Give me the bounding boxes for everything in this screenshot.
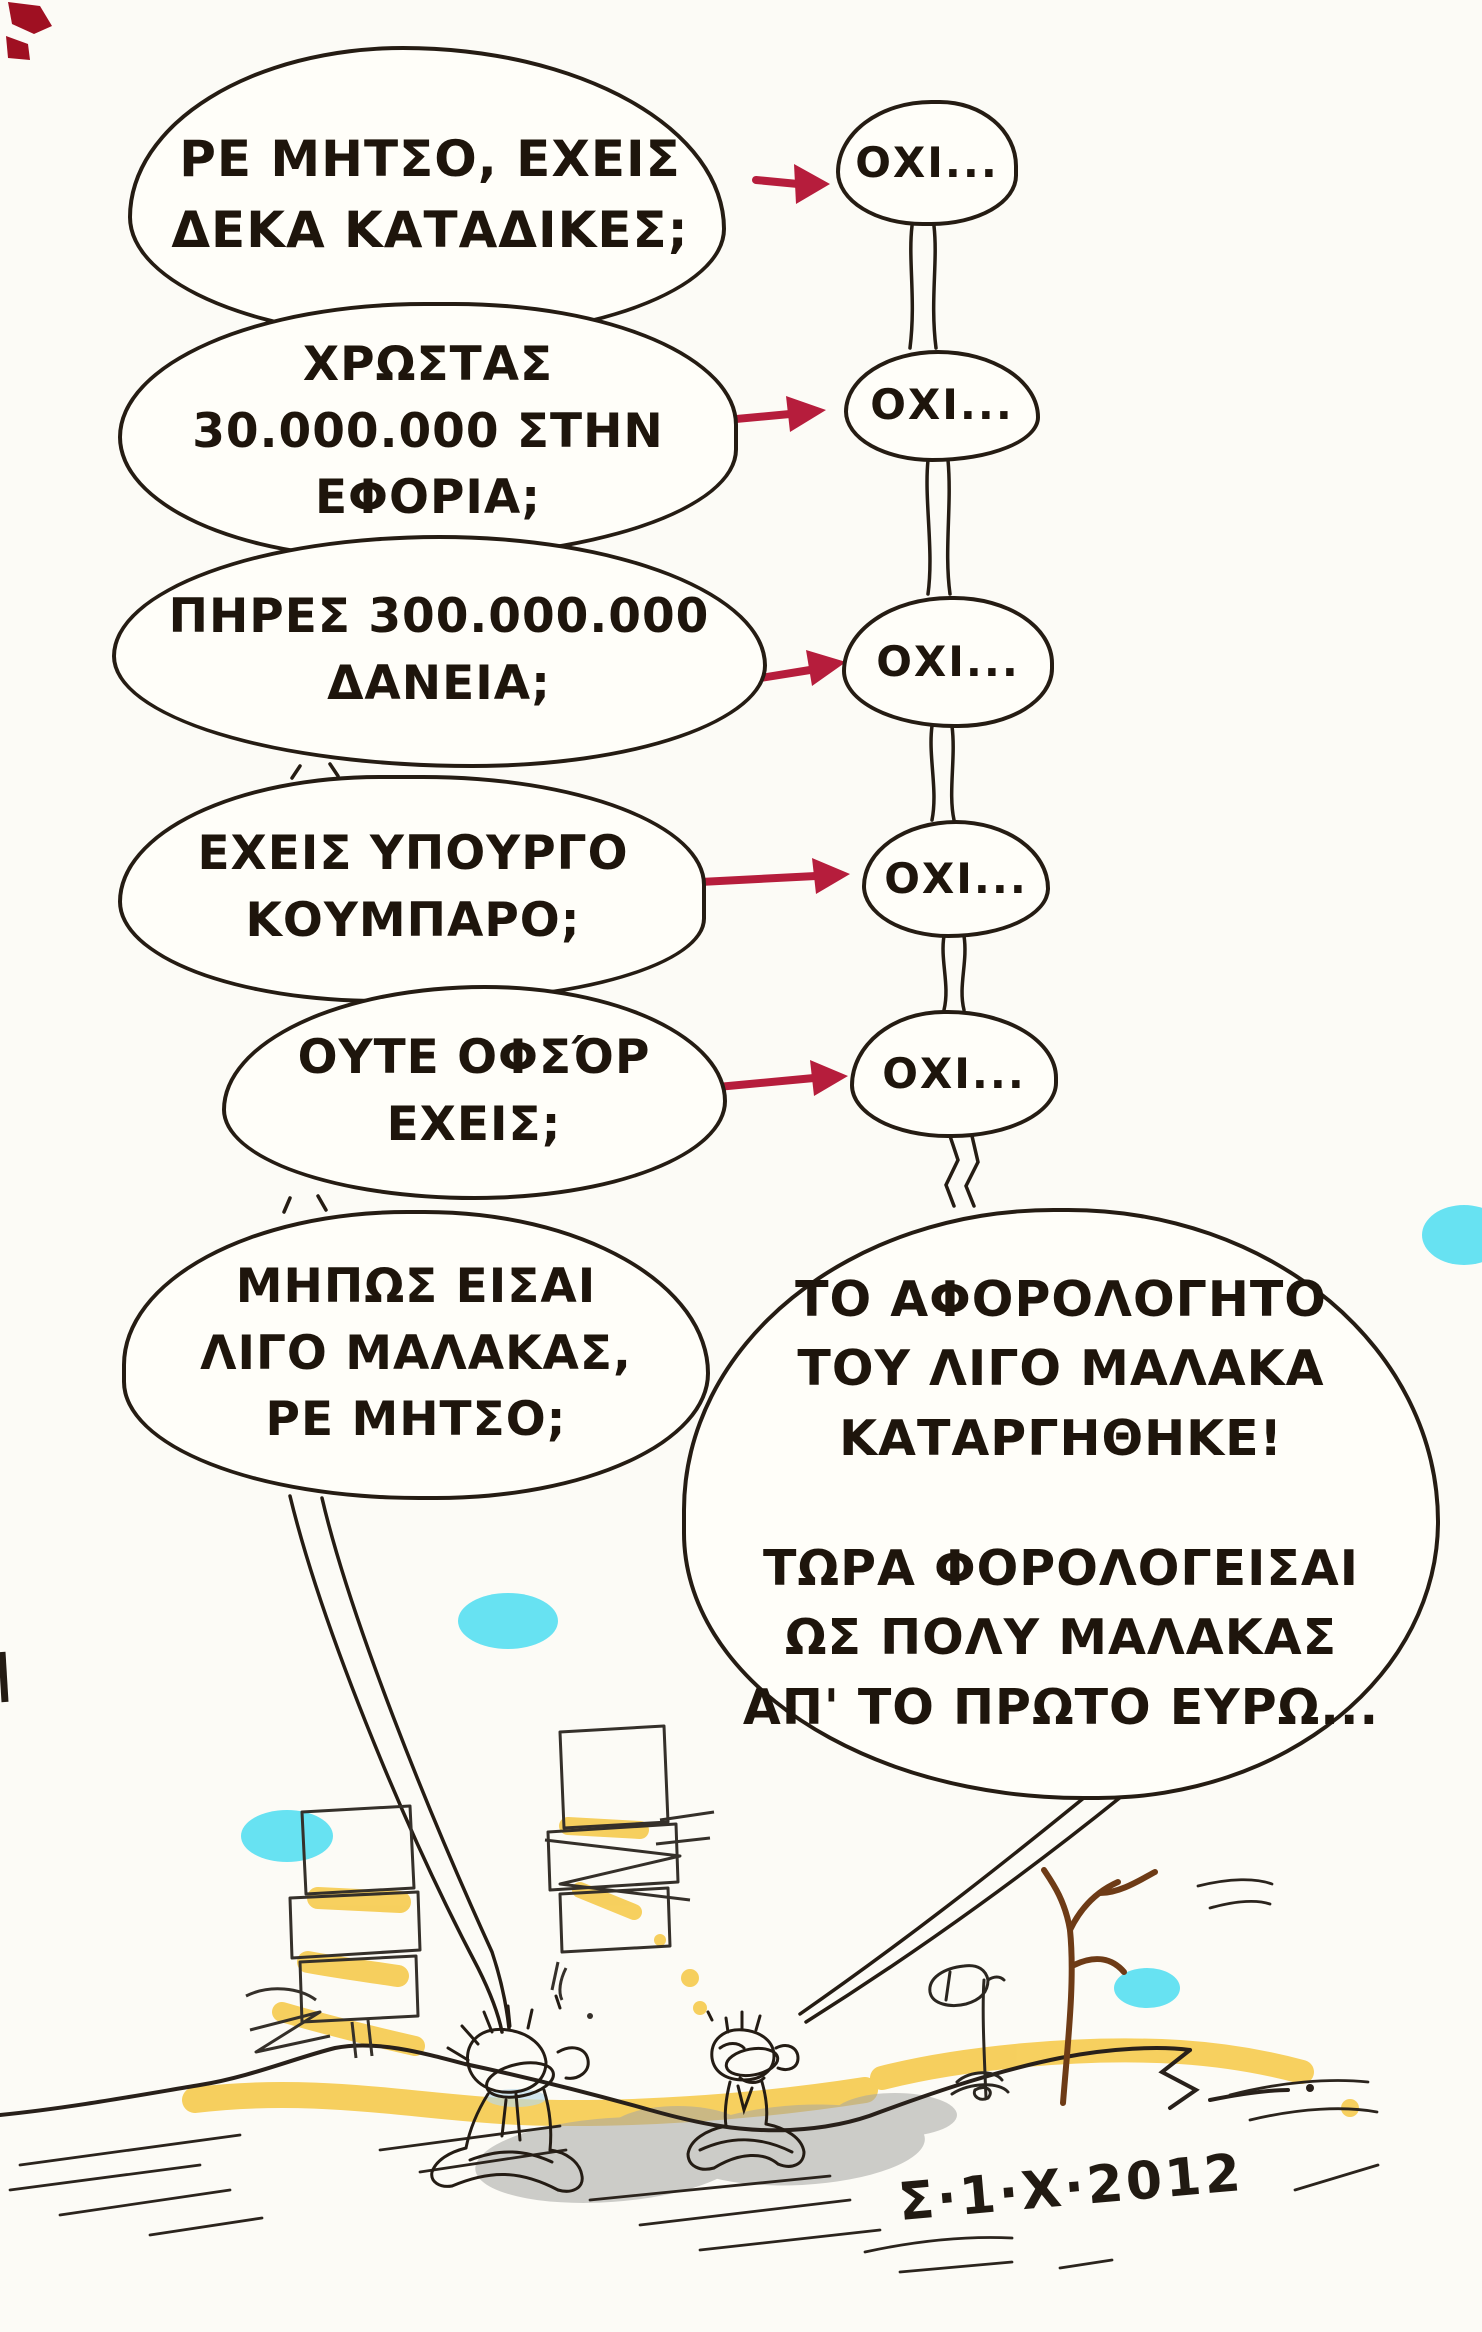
question-bubble-3 — [112, 535, 767, 768]
ground-line — [0, 2043, 1314, 2133]
cloud-blob-3 — [241, 1810, 333, 1862]
tree — [1041, 1867, 1158, 2106]
answer-text-5: ΟΧΙ... — [882, 1049, 1026, 1099]
punchline-tail-to-right-figure — [798, 1786, 1124, 2024]
answer-bubble-3 — [842, 596, 1054, 728]
question-text-1: ΡΕ ΜΗΤΣΟ, ΕΧΕΙΣ ΔΕΚΑ ΚΑΤΑΔΙΚΕΣ; — [171, 130, 689, 259]
question-chain-necks — [282, 762, 340, 1214]
answer-chain-tails — [908, 224, 980, 1208]
signpost-left — [245, 1804, 422, 2059]
question-text-6: ΜΗΠΩΣ ΕΙΣΑΙ ΛΙΓΟ ΜΑΛΑΚΑΣ, ΡΕ ΜΗΤΣΟ; — [200, 1258, 632, 1448]
answer-bubble-2 — [844, 350, 1040, 462]
punchline-text-1: ΤΟ ΑΦΟΡΟΛΟΓΗΤΟ ΤΟΥ ΛΙΓΟ ΜΑΛΑΚΑ ΚΑΤΑΡΓΗΘΗ… — [795, 1270, 1327, 1467]
figure-right — [686, 2010, 806, 2171]
cloud-blob-5 — [1422, 1205, 1482, 1265]
cloud-blob-4 — [1114, 1968, 1180, 2008]
question-text-2: ΧΡΩΣΤΑΣ 30.000.000 ΣΤΗΝ ΕΦΟΡΙΑ; — [192, 336, 664, 526]
ground-yellow-left — [182, 2077, 878, 2127]
signpost-middle — [544, 1724, 715, 2019]
answer-text-2: ΟΧΙ... — [870, 380, 1014, 430]
question-bubble-6 — [122, 1210, 710, 1500]
punchline-bubble — [682, 1208, 1440, 1800]
question-text-5: ΟΥΤΕ ΟΦΣΌΡ ΕΧΕΙΣ; — [297, 1030, 651, 1152]
figure-left — [430, 1994, 590, 2193]
cloud-blob-2 — [458, 1593, 558, 1649]
answer-bubble-5 — [850, 1010, 1058, 1138]
answer-text-4: ΟΧΙ... — [884, 854, 1028, 904]
question-bubble-5 — [222, 985, 727, 1200]
question-text-4: ΕΧΕΙΣ ΥΠΟΥΡΓΟ ΚΟΥΜΠΑΡΟ; — [197, 826, 629, 948]
answer-bubble-4 — [862, 820, 1050, 938]
street-lamp — [928, 1964, 1010, 2101]
scan-artifact-left-edge — [0, 1651, 9, 1703]
ground-yellow-right — [870, 2038, 1314, 2090]
question-bubble-2 — [118, 302, 738, 560]
ground-hatching — [8, 1878, 1380, 2274]
red-arrow-1 — [752, 164, 830, 204]
question-bubble-4 — [118, 775, 706, 1003]
question-text-3: ΠΗΡΕΣ 300.000.000 ΔΑΝΕΙΑ; — [168, 589, 710, 711]
answer-bubble-1 — [836, 100, 1018, 226]
answer-text-1: ΟΧΙ... — [855, 138, 999, 188]
question-tail-to-left-figure — [288, 1494, 511, 2034]
scan-artifact-red-corner — [6, 2, 52, 60]
punchline-text-2: ΤΩΡΑ ΦΟΡΟΛΟΓΕΙΣΑΙ ΩΣ ΠΟΛΥ ΜΑΛΑΚΑΣ ΑΠ' ΤΟ… — [742, 1539, 1380, 1736]
answer-text-3: ΟΧΙ... — [876, 637, 1020, 687]
